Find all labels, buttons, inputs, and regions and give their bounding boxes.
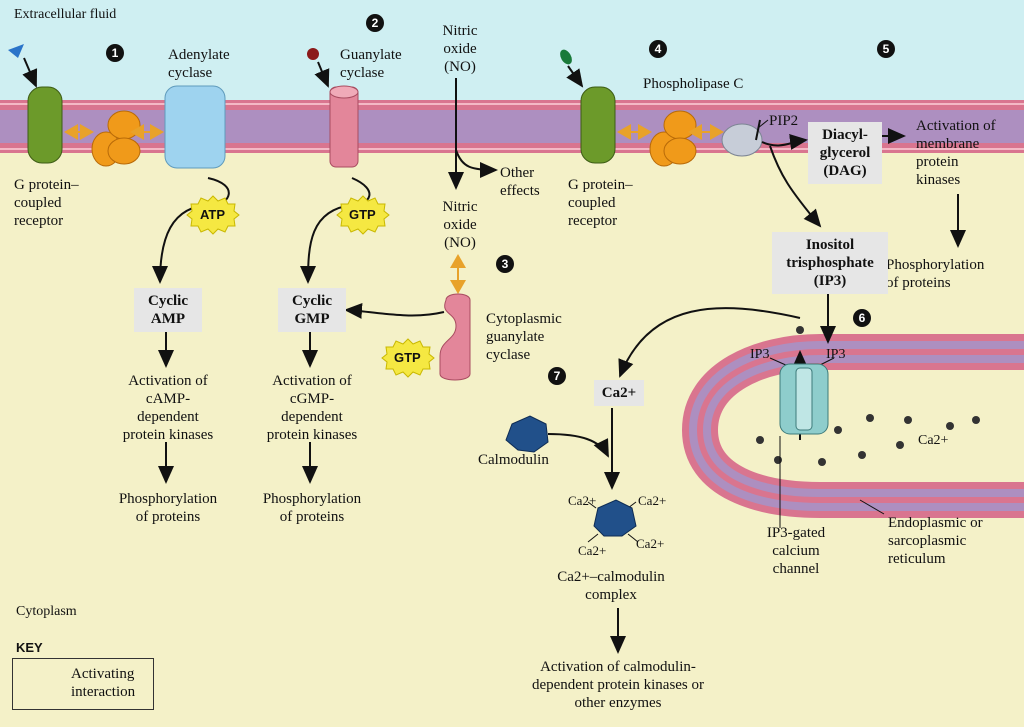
ca-label-4: Ca2+ [636, 536, 665, 551]
step-5-badge: 5 [877, 40, 895, 58]
ip3-gated-channel-label: IP3-gated calcium channel [766, 525, 826, 577]
activation-camp-kinases-label: Activation of cAMP- dependent protein ki… [122, 373, 214, 443]
ip3-left-label: IP3 [750, 347, 770, 362]
key-box: Activating interaction [12, 658, 154, 710]
ligand-oval-icon [560, 49, 572, 65]
pip2-label: PIP2 [769, 113, 799, 129]
step-4-badge: 4 [649, 40, 667, 58]
ip3-box: Inositol trisphosphate (IP3) [772, 232, 888, 294]
adenylate-cyclase-label: Adenylate cyclase [168, 47, 230, 81]
calmodulin-icon [505, 415, 549, 453]
step-2-badge: 2 [366, 14, 384, 32]
ligand-circle-icon [307, 48, 319, 60]
er-membrane [681, 334, 1024, 518]
g-protein-left-icon [91, 110, 141, 167]
cytoplasm-label: Cytoplasm [16, 604, 77, 619]
atp-label: ATP [200, 207, 226, 222]
cyclic-amp-box: Cyclic AMP [134, 288, 202, 332]
leader-lines [587, 119, 885, 543]
dag-box: Diacyl- glycerol (DAG) [808, 122, 882, 184]
other-effects-label: Other effects [500, 165, 540, 199]
pathway-arrows [22, 57, 966, 654]
cytoplasmic-guanylate-cyclase-label: Cytoplasmic guanylate cyclase [486, 311, 562, 363]
ca-calmodulin-complex-icon [593, 499, 637, 537]
extracellular-region [0, 0, 1024, 100]
gpcr-left-icon [27, 86, 63, 164]
phospholipase-c-icon [721, 123, 763, 157]
step-3-badge: 3 [496, 255, 514, 273]
extracellular-fluid-label: Extracellular fluid [14, 7, 117, 22]
phosphorylation-label-3: Phosphorylation of proteins [886, 257, 985, 291]
ip3-channel-icon [779, 363, 829, 435]
gtp-label-1: GTP [349, 207, 376, 222]
key-title: KEY [16, 640, 43, 655]
ca-calmodulin-complex-label: Ca2+–calmodulin complex [557, 569, 665, 603]
atp-burst-icon [186, 195, 240, 235]
nitric-oxide-mid-label: Nitric oxide (NO) [442, 199, 478, 251]
step-7-badge: 7 [548, 367, 566, 385]
cytoplasmic-guanylate-cyclase-icon [439, 293, 471, 381]
key-activating-interaction-label: Activating interaction [71, 666, 136, 700]
gtp-burst-icon-1 [336, 195, 390, 235]
activation-membrane-kinases-label: Activation of membrane protein kinases [916, 118, 996, 188]
adenylate-cyclase-icon [164, 85, 226, 169]
guanylate-cyclase-icon [329, 85, 359, 168]
cyclic-gmp-box: Cyclic GMP [278, 288, 346, 332]
er-lumen [722, 372, 1024, 480]
phosphorylation-label-1: Phosphorylation of proteins [118, 491, 218, 525]
ca-label-2: Ca2+ [638, 493, 667, 508]
er-label: Endoplasmic or sarcoplasmic reticulum [888, 515, 983, 567]
ca-box: Ca2+ [594, 380, 644, 406]
activation-calmodulin-kinases-label: Activation of calmodulin- dependent prot… [531, 659, 705, 711]
guanylate-cyclase-label: Guanylate cyclase [340, 47, 402, 81]
phospholipase-c-label: Phospholipase C [643, 76, 744, 92]
activation-cgmp-kinases-label: Activation of cGMP- dependent protein ki… [266, 373, 358, 443]
ca-label-1: Ca2+ [568, 493, 597, 508]
gpcr-right-label: G protein– coupled receptor [568, 177, 633, 229]
step-6-badge: 6 [853, 309, 871, 327]
ligand-triangle-icon [8, 44, 24, 58]
gpcr-left-label: G protein– coupled receptor [14, 177, 79, 229]
step-1-badge: 1 [106, 44, 124, 62]
ca-er-label: Ca2+ [918, 433, 949, 448]
ip3-right-label: IP3 [826, 347, 846, 362]
gtp-label-2: GTP [394, 350, 421, 365]
nitric-oxide-top-label: Nitric oxide (NO) [442, 23, 478, 75]
ca-label-3: Ca2+ [578, 543, 607, 558]
phosphorylation-label-2: Phosphorylation of proteins [262, 491, 362, 525]
gtp-burst-icon-2 [381, 338, 435, 378]
calmodulin-label: Calmodulin [478, 452, 549, 468]
gpcr-right-icon [580, 86, 616, 164]
